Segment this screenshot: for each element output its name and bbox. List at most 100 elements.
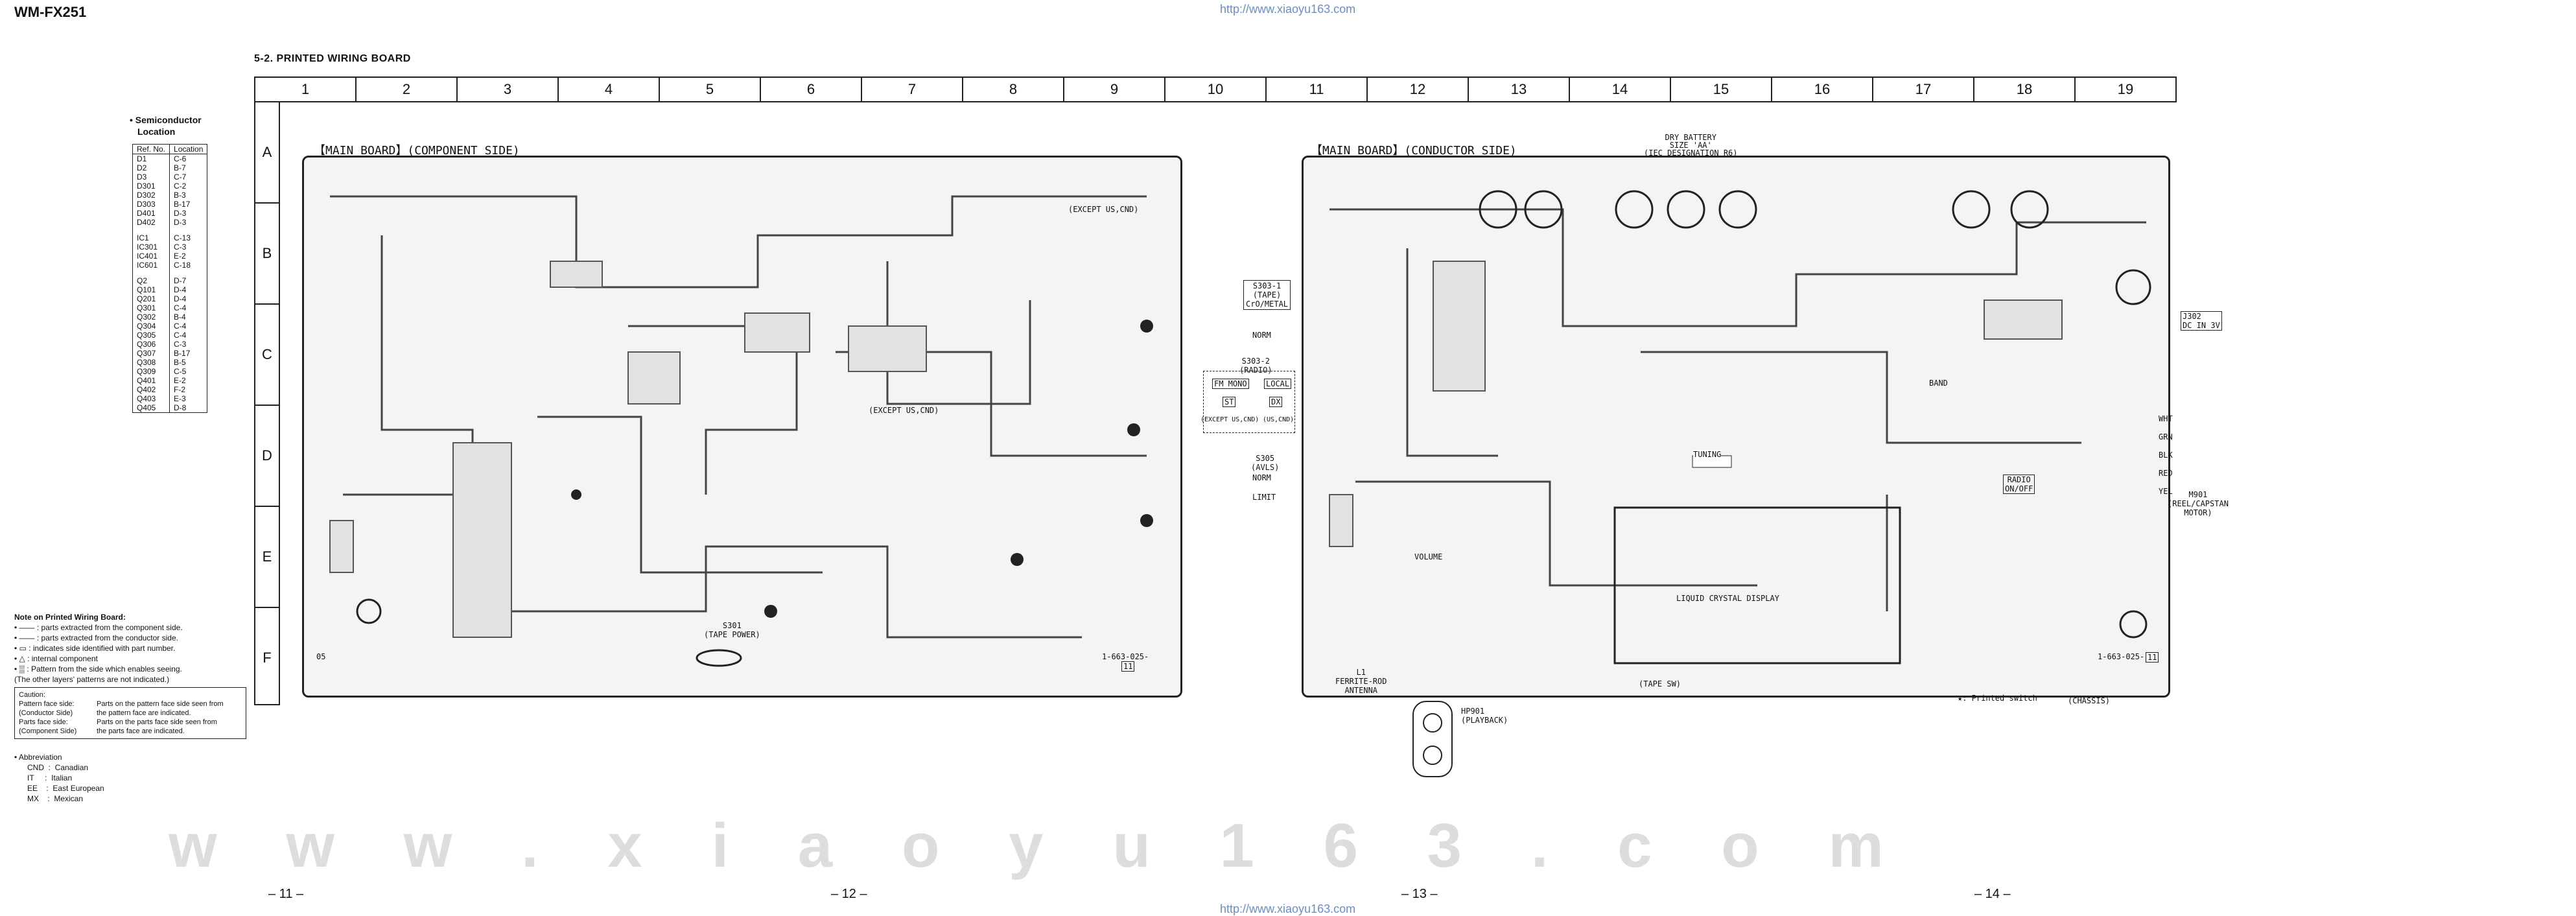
watermark-text: w w w . x i a o y u 1 6 3 . c o m [169, 811, 1910, 880]
location-cell: E-3 [169, 394, 208, 403]
volume-label: VOLUME [1414, 552, 1443, 561]
location-cell: B-17 [169, 200, 208, 209]
caution-line: (Conductor Side) the pattern face are ind… [19, 709, 242, 718]
top-url-link[interactable]: http://www.xiaoyu163.com [1220, 3, 1356, 16]
ref-no-cell: Q402 [132, 385, 170, 394]
ref-no-cell: Q201 [132, 294, 170, 303]
st-label: ST [1223, 397, 1236, 407]
battery-contact [1524, 190, 1563, 229]
note-item: • ▭ : indicates side identified with par… [14, 644, 176, 653]
ref-no-cell: Q403 [132, 394, 170, 403]
mounting-hole [2119, 610, 2148, 639]
column-number: 2 [357, 78, 458, 101]
note-item: (The other layers' patterns are not indi… [14, 675, 170, 684]
connector-pad-strip [452, 442, 512, 638]
ref-no-cell: Q2 [132, 276, 170, 285]
right-board-label: 【MAIN BOARD】(CONDUCTOR SIDE) [1311, 144, 1517, 158]
column-number: 1 [255, 78, 357, 101]
component-side-pattern [329, 195, 1153, 667]
caution-definition: Parts on the pattern face side seen from [97, 700, 224, 708]
caution-definition: the parts face are indicated. [97, 727, 185, 735]
motor-label: M901 (REEL/CAPSTAN MOTOR) [2168, 490, 2229, 517]
caution-title: Caution: [19, 691, 45, 699]
radio-switch-label: S303-2 (RADIO) [1239, 357, 1272, 375]
caution-term: (Conductor Side) [19, 709, 73, 717]
location-cell: C-2 [169, 182, 208, 191]
via [571, 489, 581, 500]
tape-power-switch-label: S301 (TAPE POWER) [704, 621, 760, 639]
pad-block [1329, 494, 1353, 547]
note-item: • △ : internal component [14, 654, 98, 663]
location-cell: C-6 [169, 154, 208, 163]
column-number: 14 [1570, 78, 1671, 101]
dc-in-label: J302 DC IN 3V [2181, 311, 2222, 331]
caution-definition: Parts on the parts face side seen from [97, 718, 217, 726]
ic-footprint [848, 325, 927, 372]
abbreviation-item: MX : Mexican [27, 794, 84, 803]
ref-no-cell: Q101 [132, 285, 170, 294]
right-board-part-no: 1-663-025- [2098, 652, 2145, 661]
motor-wire-label: GRN [2159, 432, 2173, 441]
column-number: 17 [1873, 78, 1974, 101]
lcd-outline [1613, 506, 1901, 664]
ref-no-cell: D1 [132, 154, 170, 163]
bottom-url-link[interactable]: http://www.xiaoyu163.com [1220, 902, 1356, 915]
ref-no-cell: Q401 [132, 376, 170, 385]
caution-definition: the pattern face are indicated. [97, 709, 191, 717]
norm-label-2: NORM [1252, 473, 1271, 482]
pad-block [329, 520, 354, 573]
caution-term: (Component Side) [19, 727, 77, 735]
left-board-part-no: 1-663-025- [1102, 652, 1149, 661]
via [1140, 320, 1153, 333]
caution-term: Pattern face side: [19, 700, 75, 708]
row-letter: E [255, 507, 279, 608]
column-number: 3 [458, 78, 559, 101]
ref-no-cell: D3 [132, 172, 170, 182]
ref-no-cell: Q405 [132, 403, 170, 413]
page-number-14: – 14 – [1974, 887, 2011, 901]
trace [628, 325, 798, 495]
jack-body [1412, 701, 1453, 777]
trace [1406, 248, 1498, 457]
location-cell: B-17 [169, 349, 208, 358]
ref-no-cell: Q302 [132, 312, 170, 322]
location-cell: B-4 [169, 312, 208, 322]
trace [537, 416, 823, 574]
abbreviation-item: CND : Canadian [27, 763, 89, 772]
via [764, 605, 777, 618]
semiconductor-title: • Semiconductor Location [130, 114, 202, 137]
location-cell: C-18 [169, 261, 208, 270]
conductor-side-board [1302, 156, 2170, 698]
radio-onoff-label: RADIO ON/OFF [2003, 475, 2035, 494]
note-item: • —— : parts extracted from the componen… [14, 623, 183, 632]
ref-no-cell: D303 [132, 200, 170, 209]
location-cell [169, 270, 208, 276]
location-cell: B-7 [169, 163, 208, 172]
headphone-label: HP901 (PLAYBACK) [1461, 707, 1508, 725]
us-cnd-label: (US,CND) [1263, 416, 1294, 423]
fm-mono-label: FM MONO [1212, 379, 1249, 389]
row-letter: A [255, 102, 279, 204]
jack-pin [1423, 713, 1442, 733]
location-cell: D-4 [169, 285, 208, 294]
ref-no-cell: IC1 [132, 233, 170, 242]
motor-wire-label: YEL [2159, 487, 2173, 496]
trace [1355, 480, 1757, 587]
ref-no-cell [132, 227, 170, 233]
dx-label: DX [1269, 397, 1283, 407]
column-number: 11 [1267, 78, 1368, 101]
